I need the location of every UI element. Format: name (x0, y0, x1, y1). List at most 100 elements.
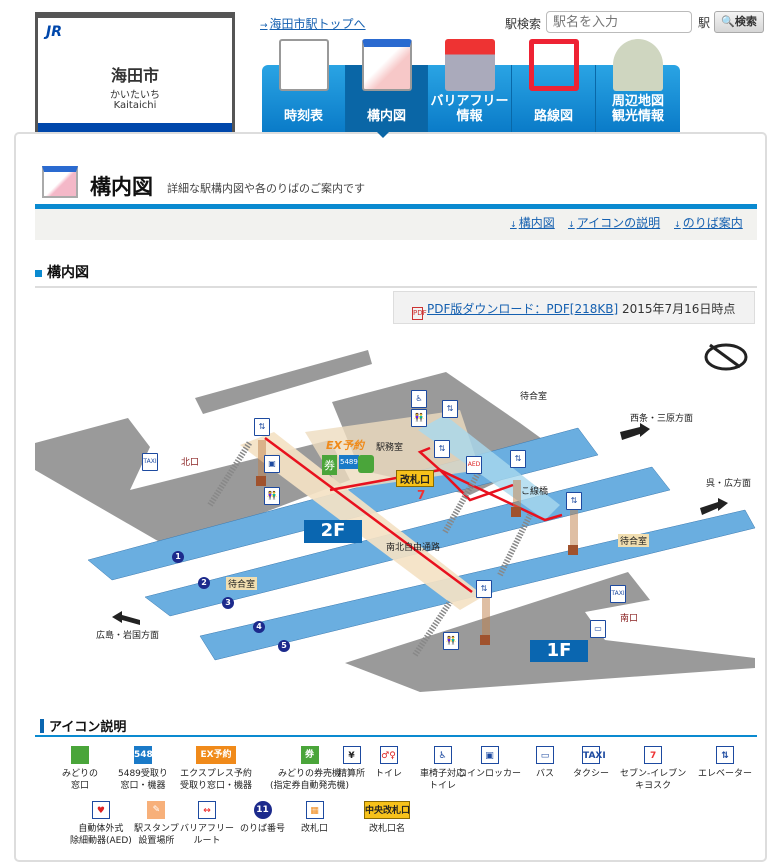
heading-marker (40, 719, 44, 733)
taxi-icon: TAXI (582, 746, 606, 764)
waiting-room-label: 待合室 (520, 392, 548, 402)
elevator-icon: ⇅ (434, 440, 450, 458)
elevator-icon: ⇅ (566, 492, 582, 510)
legend-item: ♂♀ トイレ (375, 746, 402, 780)
legend-label: みどりの 窓口 (62, 769, 99, 791)
pdf-date: 2015年7月16日時点 (621, 302, 736, 316)
search-label: 駅検索 (505, 17, 542, 31)
elevator-shafts (258, 440, 578, 640)
platform-number: 2 (198, 577, 210, 589)
taxi-icon: TAXI (610, 585, 626, 603)
legend-item: ▭バス (536, 746, 554, 780)
coin-locker-icon: ▣ (264, 455, 280, 473)
elevator-icon (445, 39, 495, 91)
aed-icon: AED (466, 456, 482, 474)
legend-item: ⇅エレベーター (698, 746, 752, 780)
midori-window-icon (358, 455, 374, 473)
pdf-download-link[interactable]: PDF版ダウンロード：PDF[218KB] (427, 302, 619, 316)
legend-label: みどりの券売機 (指定券自動発売機) (270, 769, 350, 791)
station-top-link[interactable]: 海田市駅トップへ (260, 15, 366, 32)
tab-area-map[interactable]: 周辺地図 観光情報 (596, 39, 680, 132)
station-roman: Kaitaichi (113, 100, 157, 111)
station-kana: かいたいち (110, 90, 160, 101)
legend-label: 精算所 (338, 769, 366, 779)
barrier-free-route (264, 436, 563, 594)
aed-icon: ♥ (91, 801, 110, 819)
station-map (35, 343, 756, 692)
5489-icon: 5489 (133, 746, 159, 764)
station-card: JR 海田市 かいたいち Kaitaichi (35, 12, 235, 148)
main-nav: 時刻表 構内図 バリアフリー 情報 路線図 周辺地図 観光情報 (262, 39, 680, 132)
legend-item: EX予約エクスプレス予約 受取り窓口・機器 (180, 746, 252, 792)
active-tab-indicator (376, 131, 390, 138)
south-exit-label: 南口 (620, 614, 639, 624)
tab-barrier-free[interactable]: バリアフリー 情報 (428, 39, 512, 132)
legend-label: 改札口 (301, 824, 329, 834)
legend-item: 5489 5489受取り 窓口・機器 (118, 746, 168, 792)
station-search-input[interactable] (546, 11, 692, 33)
legend-divider (35, 735, 757, 737)
legend-item: ♿車椅子対応 トイレ (420, 746, 465, 792)
5489-icon: 5489 (339, 455, 359, 469)
platform-number: 5 (278, 640, 290, 652)
direction-hiroshima: 広島・岩国方面 (96, 631, 160, 641)
search-button[interactable]: 🔍検索 (714, 11, 764, 33)
toilet-icon: ♂♀ (379, 746, 398, 764)
anchor-link-platforms[interactable]: のりば案内 (674, 214, 743, 231)
tab-timetable[interactable]: 時刻表 (262, 39, 346, 132)
station-name: 海田市 (110, 66, 159, 85)
legend-label: エクスプレス予約 受取り窓口・機器 (180, 769, 253, 791)
legend-label: バス (536, 769, 555, 779)
legend-label: タクシー (573, 769, 610, 779)
anchor-link-map[interactable]: 構内図 (510, 214, 555, 231)
page-title: 構内図 (90, 175, 153, 199)
route-line (264, 436, 473, 594)
tab-route-map[interactable]: 路線図 (512, 39, 596, 132)
passage-label: 南北自由通路 (386, 543, 441, 553)
gate-name-icon: 中央改札口 (364, 801, 410, 819)
wheelchair-icon: ♿ (411, 390, 427, 408)
section-divider (35, 286, 757, 288)
station-office-label: 駅務室 (376, 443, 404, 453)
area-map-icon (613, 39, 663, 91)
legend-item: TAXI タクシー (573, 746, 609, 780)
legend-item: ↔バリアフリー ルート (180, 801, 234, 847)
legend-label: トイレ (375, 769, 403, 779)
legend-label: コインロッカー (458, 769, 522, 779)
toilet-icon: 👫 (411, 409, 427, 427)
elevator-icon: ⇅ (254, 418, 270, 436)
midori-window-icon (71, 746, 89, 764)
legend-label: 駅スタンプ 設置場所 (134, 824, 179, 846)
north-plaza (35, 418, 350, 548)
timetable-icon (279, 39, 329, 91)
legend-label: 改札口名 (368, 824, 405, 834)
legend-item: 中央改札口改札口名 (364, 801, 410, 835)
legend-label: 5489受取り 窓口・機器 (118, 769, 168, 791)
anchor-link-icons[interactable]: アイコンの説明 (568, 214, 660, 231)
elevator-icon: ⇅ (476, 580, 492, 598)
legend-label: バリアフリー ルート (180, 824, 235, 846)
ex-reservation-icon: EX予約 (326, 439, 364, 452)
seven-eleven-icon: 7 (644, 746, 663, 764)
fare-adjustment-icon: ¥ (342, 746, 361, 764)
search-icon: 🔍 (721, 15, 735, 28)
route-line (417, 446, 441, 471)
floor-2f-label: 2F (304, 520, 362, 543)
toilet-icon: 👫 (443, 632, 459, 650)
platform-number: 3 (222, 597, 234, 609)
legend-item: ▦改札口 (301, 801, 328, 835)
stairs (207, 440, 533, 657)
floor-1f-label: 1F (530, 640, 588, 662)
legend-label: 車椅子対応 トイレ (420, 769, 466, 791)
gate-label: 改札口 (396, 470, 434, 487)
station-stamp-icon: ✎ (147, 801, 166, 819)
legend-heading: アイコン説明 (40, 716, 126, 735)
tab-station-map[interactable]: 構内図 (346, 39, 428, 132)
ex-reservation-icon: EX予約 (196, 746, 236, 764)
ticket-machine-icon: 券 (300, 746, 319, 764)
toilet-icon: 👫 (264, 487, 280, 505)
heading-marker (35, 269, 42, 277)
free-passage (240, 432, 484, 610)
